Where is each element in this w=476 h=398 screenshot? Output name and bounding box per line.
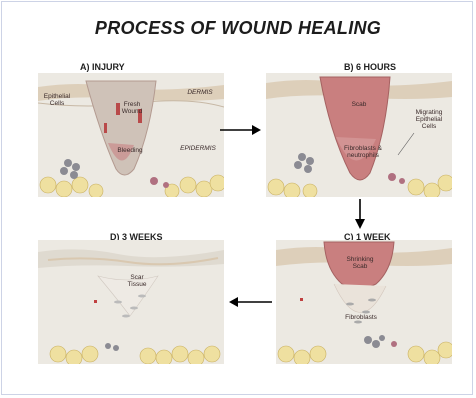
label-dermis: DERMIS — [180, 89, 220, 96]
panel-a-injury: Epithelial Cells Fresh Wound DERMIS Blee… — [38, 73, 224, 197]
figure-title: PROCESS OF WOUND HEALING — [0, 18, 476, 39]
panel-a-label: A) INJURY — [80, 62, 125, 72]
panel-d-illustration — [38, 240, 224, 364]
label-epithelial-cells: Epithelial Cells — [40, 93, 74, 107]
panel-d-3-weeks: Scar Tissue — [38, 240, 224, 364]
label-fresh-wound: Fresh Wound — [114, 101, 150, 115]
label-fibroblasts-neutrophils: Fibroblasts & neutrophils — [334, 145, 392, 159]
label-shrinking-scab: Shrinking Scab — [340, 256, 380, 270]
arrow-down-icon — [354, 198, 366, 230]
panel-b-6-hours: Scab Migrating Epithelial Cells Fibrobla… — [266, 73, 452, 197]
panel-c-1-week: Shrinking Scab Fibroblasts — [276, 240, 462, 364]
label-fibroblasts: Fibroblasts — [336, 314, 386, 321]
label-migrating-epithelial-cells: Migrating Epithelial Cells — [406, 109, 452, 130]
label-scar-tissue: Scar Tissue — [122, 274, 152, 288]
panel-b-illustration — [266, 73, 452, 197]
label-bleeding: Bleeding — [110, 147, 150, 154]
arrow-right-icon — [218, 124, 262, 136]
arrow-left-icon — [228, 296, 274, 308]
label-epidermis: EPIDERMIS — [174, 145, 222, 152]
panel-b-label: B) 6 HOURS — [344, 62, 396, 72]
label-scab: Scab — [344, 101, 374, 108]
